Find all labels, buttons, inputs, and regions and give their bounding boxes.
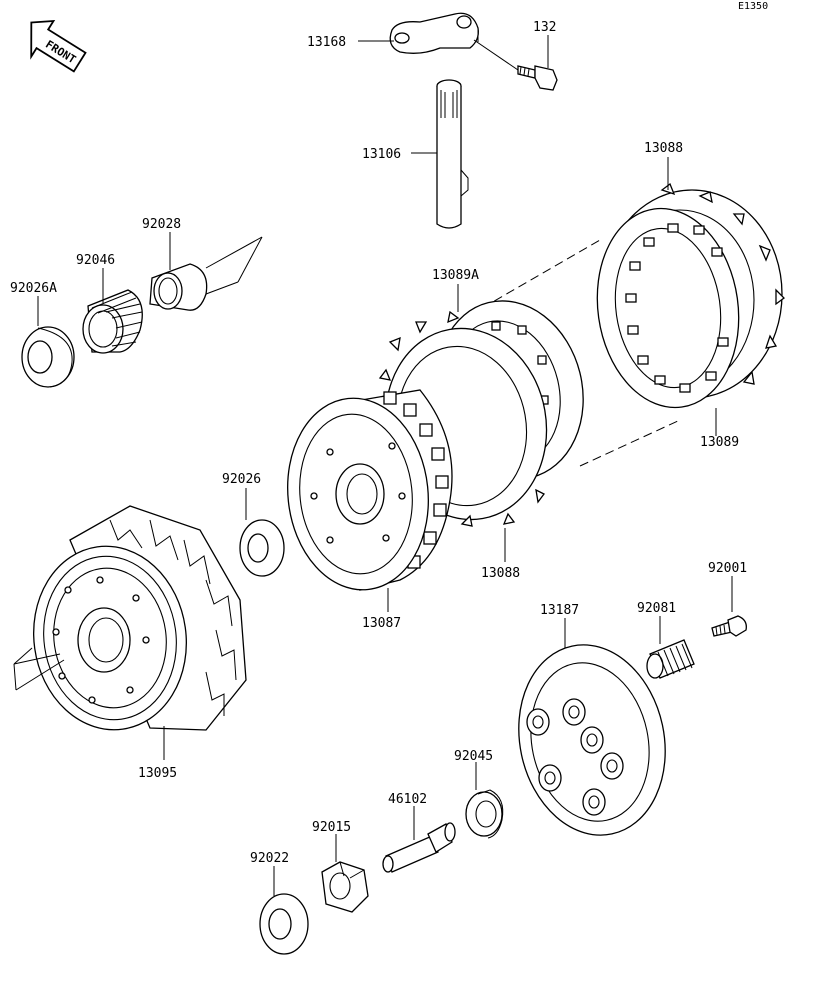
label-13168: 13168 [307, 35, 346, 50]
label-13089: 13089 [700, 435, 739, 450]
label-13087: 13087 [362, 616, 401, 631]
thrust-washer-part [21, 326, 75, 388]
needle-bearing-part [82, 289, 143, 354]
pressure-plate-part [518, 644, 666, 836]
bolt-part [517, 65, 558, 91]
clutch-lever-part [389, 12, 479, 54]
label-92015: 92015 [312, 820, 351, 835]
label-13088-bottom: 13088 [481, 566, 520, 581]
hub-washer-part [259, 893, 309, 955]
label-92001: 92001 [708, 561, 747, 576]
label-132: 132 [533, 20, 556, 35]
steel-plate-part [596, 207, 740, 409]
label-92026: 92026 [222, 472, 261, 487]
ball-bearing-part [465, 789, 504, 839]
label-92081: 92081 [637, 601, 676, 616]
clutch-hub-part [287, 389, 453, 591]
label-13187: 13187 [540, 603, 579, 618]
front-arrow-icon: FRONT [30, 19, 87, 73]
clutch-housing-part [33, 505, 247, 731]
diagram-code: E1350 [738, 1, 768, 12]
label-46102: 46102 [388, 792, 427, 807]
label-92045: 92045 [454, 749, 493, 764]
push-rod-shaft-part [436, 79, 469, 229]
washer-part [239, 519, 285, 577]
clutch-spring-part [646, 639, 695, 679]
hub-nut-part [321, 861, 369, 913]
label-92046: 92046 [76, 253, 115, 268]
label-92022: 92022 [250, 851, 289, 866]
bushing-part [149, 263, 208, 311]
label-13095: 13095 [138, 766, 177, 781]
label-13106: 13106 [362, 147, 401, 162]
label-13089A: 13089A [432, 268, 479, 283]
spring-boss-group [526, 698, 624, 816]
label-92026A: 92026A [10, 281, 57, 296]
label-13088-top: 13088 [644, 141, 683, 156]
clutch-pusher-part [382, 822, 456, 873]
spring-bolt-part [711, 615, 747, 637]
label-92028: 92028 [142, 217, 181, 232]
